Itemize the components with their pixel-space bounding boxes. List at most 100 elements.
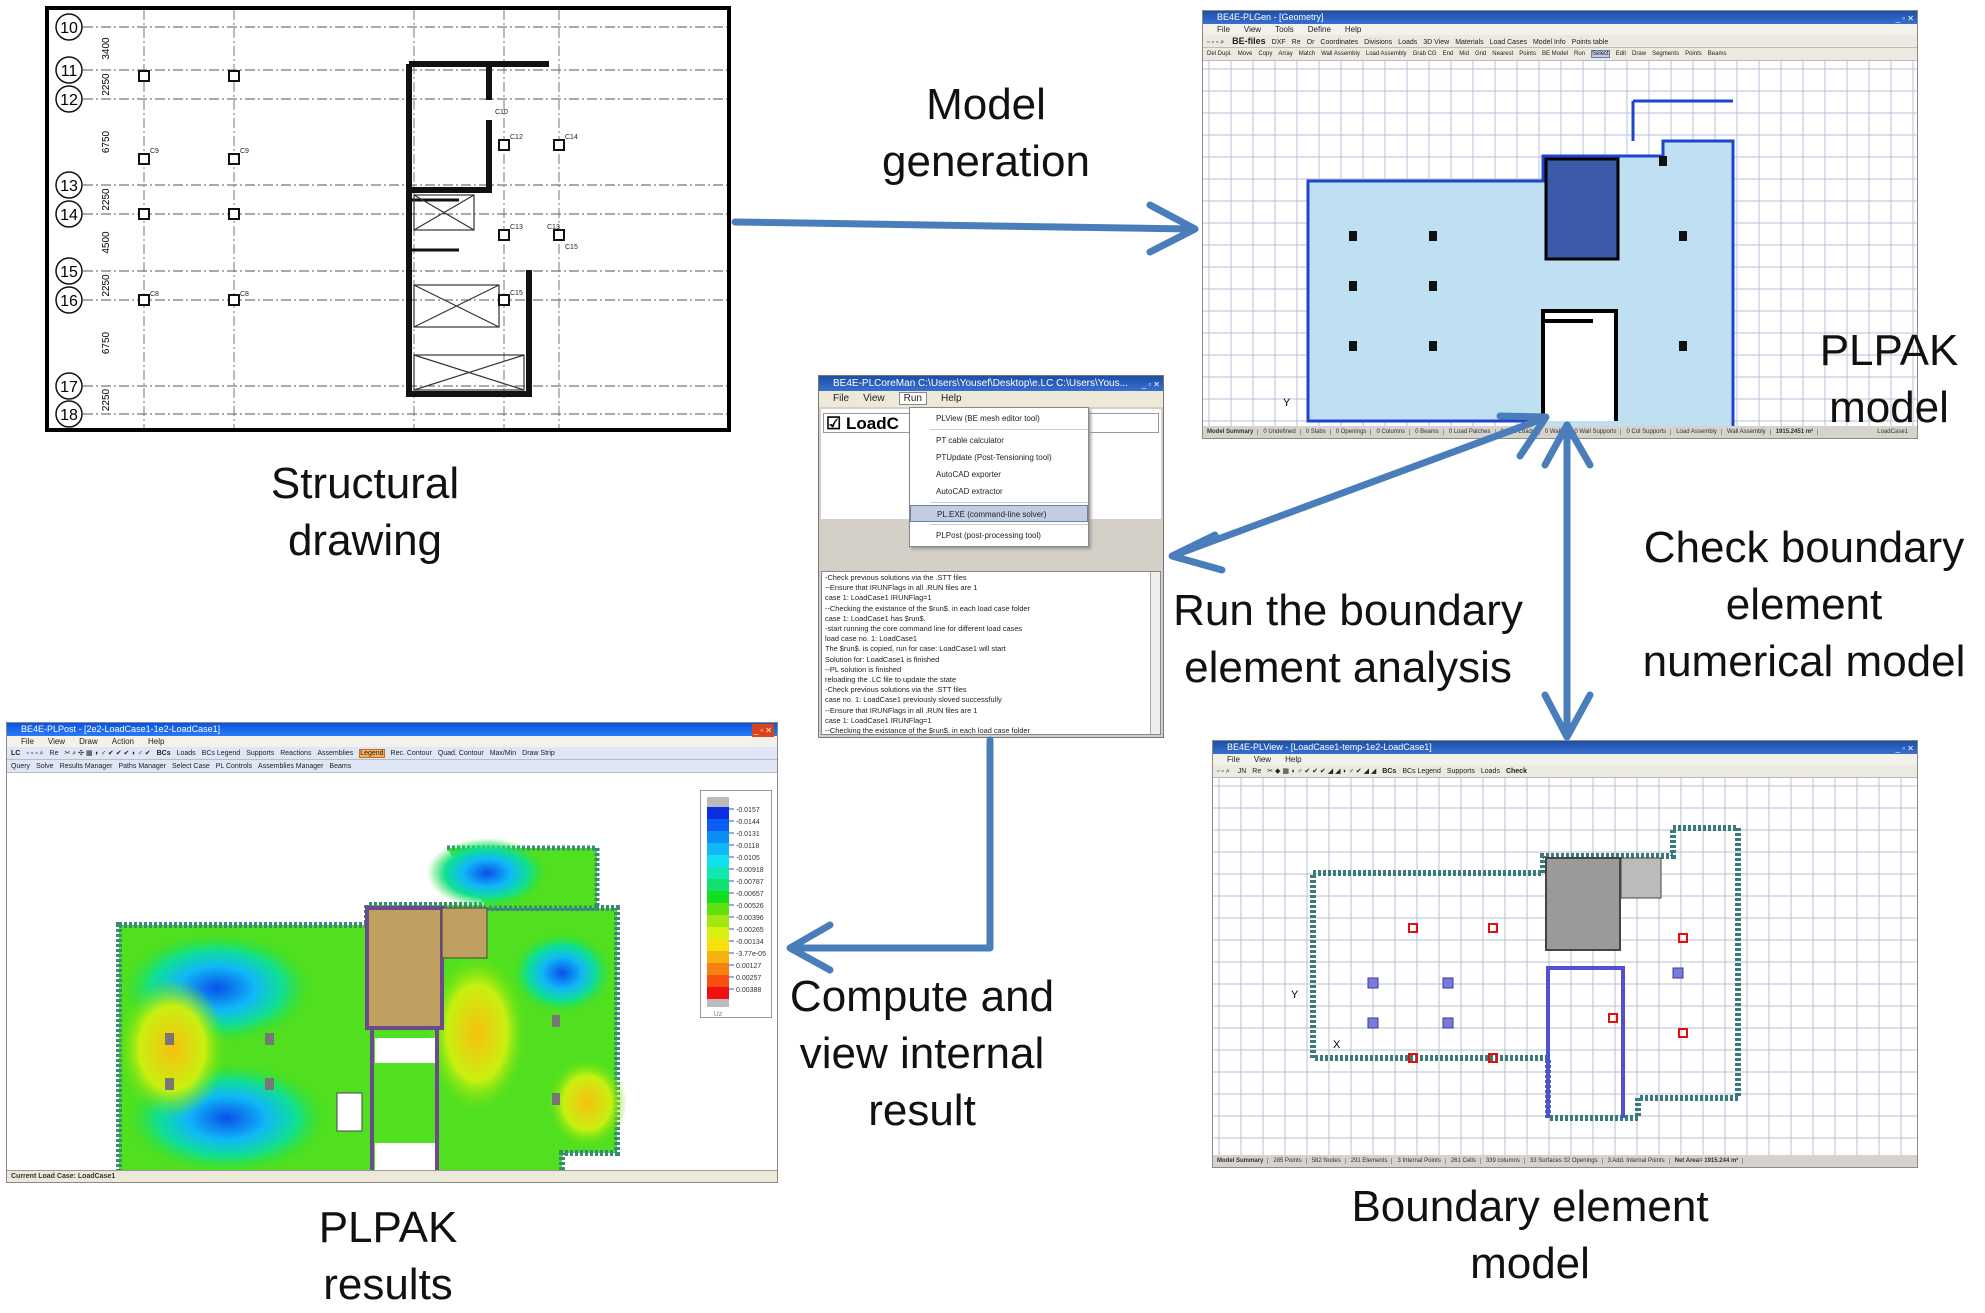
tool-beams[interactable]: Beams bbox=[1707, 51, 1727, 57]
tool-segments[interactable]: Segments bbox=[1652, 51, 1680, 57]
menu-tools[interactable]: Tools bbox=[1275, 25, 1294, 34]
toolbar-icons[interactable]: ▫ ▫ ▫ ⌕ bbox=[1207, 39, 1225, 46]
tool-re[interactable]: Re bbox=[49, 750, 59, 757]
tool-edit[interactable]: Edit bbox=[1615, 51, 1627, 57]
tool-bcs-legend[interactable]: BCs Legend bbox=[1402, 768, 1441, 775]
menu-item-autocad-extractor[interactable]: AutoCAD extractor bbox=[936, 487, 1003, 496]
tool-load-assembly[interactable]: Load Assembly bbox=[1365, 51, 1407, 57]
tool-dxf[interactable]: DXF bbox=[1271, 39, 1286, 46]
tool-array[interactable]: Array bbox=[1278, 51, 1293, 57]
tool-nearest[interactable]: Nearest bbox=[1492, 51, 1514, 57]
column-label: C15 bbox=[510, 290, 523, 297]
window-controls[interactable]: _ ▫ ✕ bbox=[751, 724, 774, 737]
tool-materials[interactable]: Materials bbox=[1455, 39, 1484, 46]
menu-help[interactable]: Help bbox=[940, 393, 962, 404]
tool-loads[interactable]: Loads bbox=[1480, 768, 1500, 775]
tool-loads[interactable]: Loads bbox=[176, 750, 196, 757]
tool-assemblies[interactable]: Assemblies bbox=[317, 750, 354, 757]
tool-beams[interactable]: Beams bbox=[329, 763, 352, 770]
menu-item-ptupdate[interactable]: PTUpdate (Post-Tensioning tool) bbox=[936, 453, 1052, 462]
menu-file[interactable]: File bbox=[21, 737, 34, 746]
tool-paths-manager[interactable]: Paths Manager bbox=[118, 763, 166, 770]
tool-max-min[interactable]: Max/Min bbox=[489, 750, 517, 757]
window-controls[interactable]: _ ▫ ✕ bbox=[1895, 744, 1914, 753]
menu-view[interactable]: View bbox=[1253, 755, 1272, 764]
menu-view[interactable]: View bbox=[47, 737, 66, 746]
tool-3d-view[interactable]: 3D View bbox=[1423, 39, 1450, 46]
plgen-canvas[interactable]: Y X bbox=[1203, 61, 1918, 426]
menu-help[interactable]: Help bbox=[1344, 25, 1362, 34]
tool-run[interactable]: Run bbox=[1574, 51, 1586, 57]
toolbar-icons[interactable]: ▫ ▫ ⌕ bbox=[1217, 768, 1230, 775]
tool-draw-strip[interactable]: Draw Strip bbox=[522, 750, 555, 757]
tool-results-manager[interactable]: Results Manager bbox=[59, 763, 113, 770]
tool-del-dupl[interactable]: Del Dupl. bbox=[1207, 51, 1232, 57]
menu-define[interactable]: Define bbox=[1307, 25, 1331, 34]
contour-plot[interactable]: X bbox=[7, 773, 778, 1173]
tool-model-info[interactable]: Model Info bbox=[1532, 39, 1566, 46]
toolbar-icons[interactable]: ✂ ◆ ▦ ◗ ♂ ✔ ✔ ✔ ◢ ◢ ◗ ♂ ✔ ◢ ◢ bbox=[1267, 768, 1377, 775]
tool-supports[interactable]: Supports bbox=[1446, 768, 1475, 775]
tool-bcs[interactable]: BCs bbox=[156, 750, 171, 757]
tool-points-table[interactable]: Points table bbox=[1571, 39, 1609, 46]
menu-view[interactable]: View bbox=[863, 393, 885, 404]
menu-item-plview[interactable]: PLView (BE mesh editor tool) bbox=[936, 414, 1040, 423]
toolbar-icons[interactable]: ▫ ▫ ▫ ⌕ bbox=[26, 750, 44, 757]
tool-jn[interactable]: JN bbox=[1237, 768, 1247, 775]
menu-draw[interactable]: Draw bbox=[79, 737, 98, 746]
tool-select[interactable]: Select bbox=[1591, 50, 1610, 58]
tool-select-case[interactable]: Select Case bbox=[171, 763, 210, 770]
tool-move[interactable]: Move bbox=[1237, 51, 1253, 57]
tool-re[interactable]: Re bbox=[1291, 39, 1301, 46]
tool-coordinates[interactable]: Coordinates bbox=[1320, 39, 1359, 46]
tool-assemblies-manager[interactable]: Assemblies Manager bbox=[258, 763, 324, 770]
tool-loads[interactable]: Loads bbox=[1398, 39, 1418, 46]
tool-pl-controls[interactable]: PL Controls bbox=[215, 763, 253, 770]
tool-draw[interactable]: Draw bbox=[1632, 51, 1647, 57]
tool-legend[interactable]: Legend bbox=[359, 749, 385, 758]
tool-points[interactable]: Points bbox=[1519, 51, 1536, 57]
tool-mid[interactable]: Mid bbox=[1459, 51, 1469, 57]
tool-re[interactable]: Re bbox=[1252, 768, 1262, 775]
tool-grab-cg[interactable]: Grab CG bbox=[1412, 51, 1437, 57]
tool-solve[interactable]: Solve bbox=[36, 763, 54, 770]
solver-log[interactable]: -Check previous solutions via the .STT f… bbox=[821, 571, 1161, 735]
window-controls[interactable]: _ ▫ ✕ bbox=[1895, 14, 1914, 23]
menu-file[interactable]: File bbox=[1217, 25, 1230, 34]
tool-load-cases[interactable]: Load Cases bbox=[1489, 39, 1527, 46]
menu-item-pt-cable[interactable]: PT cable calculator bbox=[936, 436, 1004, 445]
menu-view[interactable]: View bbox=[1243, 25, 1262, 34]
menu-help[interactable]: Help bbox=[1285, 755, 1302, 764]
tool-points-2[interactable]: Points bbox=[1685, 51, 1702, 57]
tool-bcs[interactable]: BCs bbox=[1382, 768, 1397, 775]
menu-item-plpost[interactable]: PLPost (post-processing tool) bbox=[936, 531, 1041, 540]
menu-item-autocad-exporter[interactable]: AutoCAD exporter bbox=[936, 470, 1001, 479]
tool-be-files[interactable]: BE-files bbox=[1232, 36, 1266, 46]
window-controls[interactable]: _ ▫ ✕ bbox=[1141, 380, 1160, 389]
tool-query[interactable]: Query bbox=[11, 763, 31, 770]
tool-match[interactable]: Match bbox=[1298, 51, 1316, 57]
tool-reactions[interactable]: Reactions bbox=[280, 750, 312, 757]
tool-lc[interactable]: LC bbox=[11, 750, 21, 757]
menu-file[interactable]: File bbox=[833, 393, 850, 404]
menu-action[interactable]: Action bbox=[111, 737, 134, 746]
tool-rec-contour[interactable]: Rec. Contour bbox=[390, 750, 432, 757]
tool-check[interactable]: Check bbox=[1505, 768, 1527, 775]
tool-bcs-legend[interactable]: BCs Legend bbox=[201, 750, 241, 757]
menu-file[interactable]: File bbox=[1227, 755, 1240, 764]
tool-be-model[interactable]: BE Model bbox=[1541, 51, 1568, 57]
tool-divisions[interactable]: Divisions bbox=[1364, 39, 1393, 46]
menu-help[interactable]: Help bbox=[148, 737, 165, 746]
toolbar-icons[interactable]: ✂ ⌕ ✣ ▦ ◗ ♂ ✔ ✔ ✔ ◗ ♂ ✔ bbox=[64, 750, 151, 757]
plview-canvas[interactable]: Y X bbox=[1213, 778, 1918, 1156]
menu-run[interactable]: Run bbox=[898, 392, 927, 405]
log-scrollbar[interactable] bbox=[1150, 572, 1160, 734]
tool-supports[interactable]: Supports bbox=[246, 750, 275, 757]
tool-wall-assembly[interactable]: Wall Assembly bbox=[1321, 51, 1360, 57]
tool-copy[interactable]: Copy bbox=[1258, 51, 1273, 57]
tool-grid[interactable]: Grid bbox=[1474, 51, 1487, 57]
tool-quad-contour[interactable]: Quad. Contour bbox=[437, 750, 484, 757]
tool-or[interactable]: Or bbox=[1306, 39, 1315, 46]
menu-item-pl-exe[interactable]: PL.EXE (command-line solver) bbox=[910, 505, 1088, 522]
tool-end[interactable]: End bbox=[1442, 51, 1454, 57]
